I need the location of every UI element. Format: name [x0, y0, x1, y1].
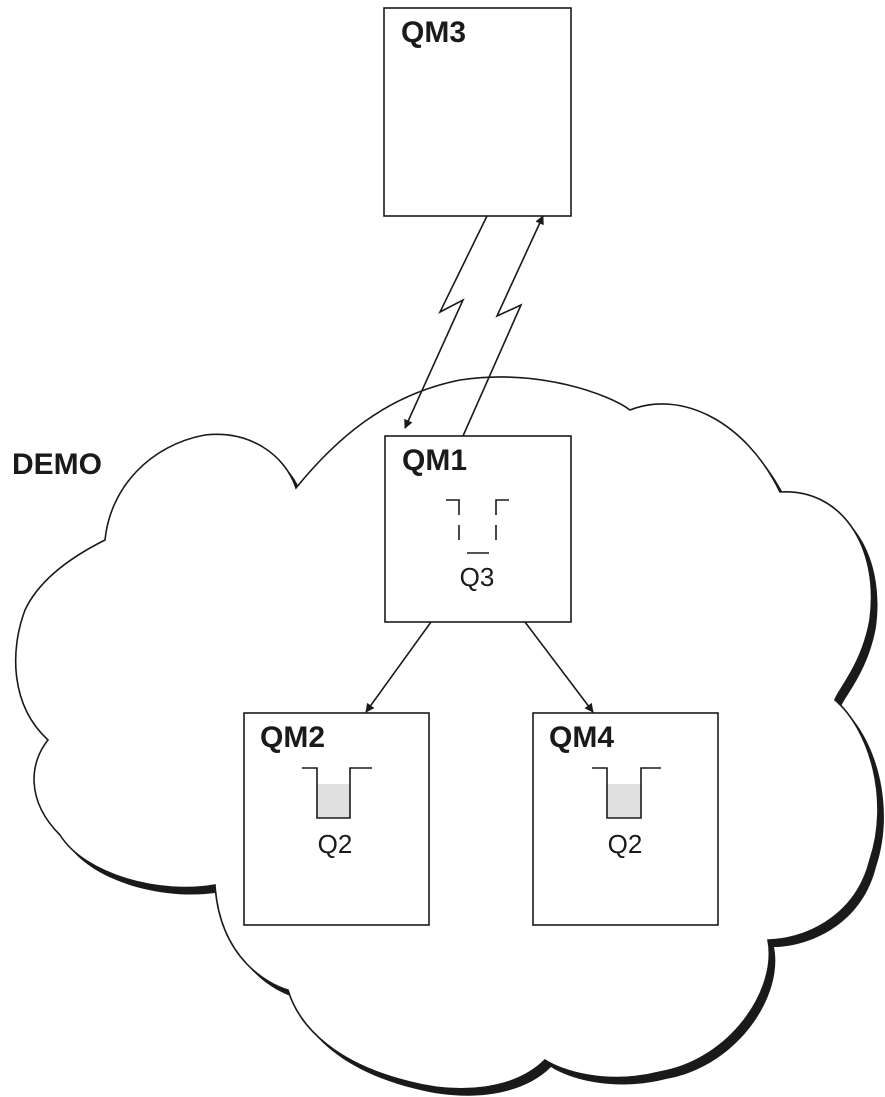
qm3-label: QM3 — [401, 16, 466, 49]
q2-local-queue-icon-qm4 — [592, 767, 661, 819]
qm3-box — [383, 7, 572, 217]
qm4-queue-label: Q2 — [608, 829, 643, 859]
cluster-label: DEMO — [12, 448, 102, 481]
qm2-queue-label: Q2 — [318, 829, 353, 859]
qm2-box — [243, 712, 430, 926]
arrow-qm1-to-qm4 — [524, 621, 594, 713]
qm1-queue-label: Q3 — [460, 562, 495, 592]
q2-local-queue-icon-qm2 — [302, 767, 372, 819]
qm1-label: QM1 — [402, 444, 467, 477]
qm4-box — [532, 712, 719, 926]
qm2-label: QM2 — [260, 721, 325, 754]
q3-remote-queue-icon — [446, 499, 509, 554]
arrow-qm1-to-qm2 — [365, 621, 432, 713]
qm1-box — [384, 435, 572, 623]
channel-qm3-to-qm1 — [404, 215, 488, 429]
qm4-label: QM4 — [549, 721, 614, 754]
channel-qm1-to-qm3 — [462, 215, 544, 437]
